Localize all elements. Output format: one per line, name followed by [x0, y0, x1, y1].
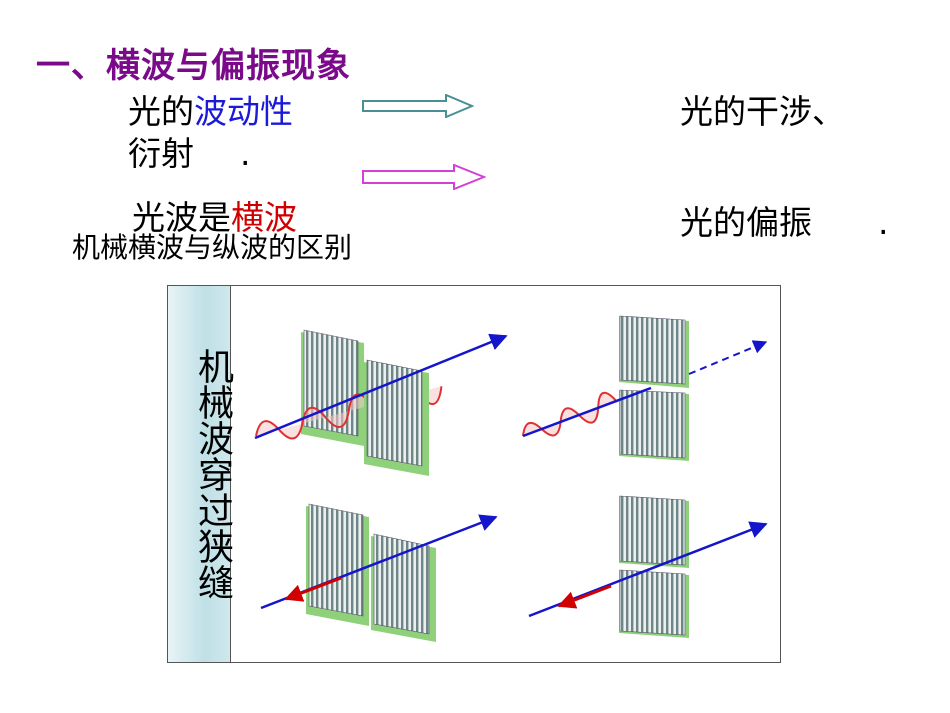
- grating-front: [364, 359, 429, 476]
- grating-back-2: [306, 503, 369, 626]
- panel-side-label: 机械波穿过狭缝: [192, 348, 233, 600]
- longitudinal-pass-crossed-illustration: [528, 495, 768, 638]
- interference-text: 光的干涉、: [680, 92, 845, 131]
- incoming-arrow: [522, 386, 652, 438]
- diffraction-text: 衍射: [128, 134, 194, 173]
- grating-front-2: [371, 533, 436, 642]
- longitudinal-pass-illustration: [260, 503, 498, 642]
- transverse-pass-illustration: [254, 329, 508, 476]
- period-2: .: [878, 203, 889, 242]
- arrow-icon-magenta: [362, 164, 486, 190]
- wave-slit-diagram-panel: 机械波穿过狭缝: [167, 285, 781, 663]
- blocked-dashed-arrow: [688, 340, 768, 375]
- propagation-arrow: [254, 333, 508, 440]
- section-subtitle: 机械横波与纵波的区别: [72, 231, 353, 264]
- grating-lower-2: [619, 569, 689, 638]
- transverse-phrase: 光波是横波: [132, 198, 297, 238]
- wave-nature-phrase: 光的波动性: [128, 92, 293, 132]
- wave-nature-prefix: 光的: [128, 92, 194, 131]
- diagram-canvas: [254, 315, 768, 642]
- period-1: .: [240, 134, 251, 173]
- transverse-blocked-illustration: [522, 315, 768, 461]
- page-title: 一、横波与偏振现象: [36, 46, 351, 86]
- transverse-highlight: 横波: [231, 198, 297, 237]
- wave-nature-highlight: 波动性: [194, 92, 293, 131]
- vibration-arrow: [284, 576, 342, 602]
- vibration-arrow-2: [557, 584, 612, 609]
- grating-upper: [619, 315, 689, 388]
- grating-upper-2: [619, 495, 689, 568]
- polarization-text: 光的偏振: [680, 203, 812, 242]
- blocked-wave-curve: [522, 391, 618, 437]
- arrow-icon-teal: [362, 94, 474, 118]
- grating-lower: [619, 389, 689, 461]
- transverse-prefix: 光波是: [132, 198, 231, 237]
- grating-back: [301, 329, 364, 446]
- panel-side-label-bar: 机械波穿过狭缝: [168, 286, 233, 662]
